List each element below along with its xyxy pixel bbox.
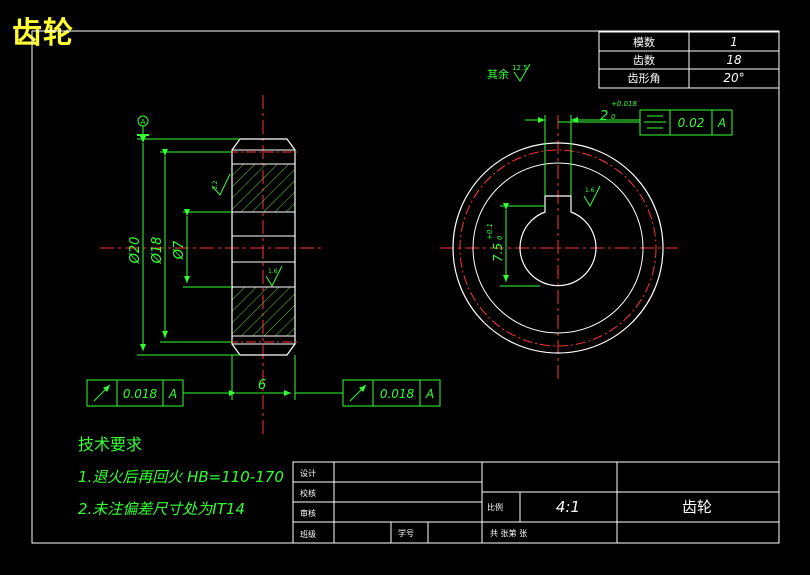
- symmetry-icon: [644, 115, 666, 129]
- dim-width: 6: [258, 378, 266, 393]
- roughness-general-label: 其余: [487, 67, 509, 81]
- runout-left-datum: A: [168, 387, 177, 401]
- datum-a-label: A: [141, 118, 146, 126]
- bore-with-keyway: [519, 195, 597, 287]
- tb-student-no-label: 学号: [398, 528, 414, 538]
- roughness-symbol-icon: [513, 63, 531, 82]
- section-view: 3.2 1.6 Ø20 Ø18 Ø7 A 6: [100, 95, 343, 435]
- roughness-bore-value: 1.6: [268, 268, 278, 275]
- roughness-keyway-icon: [583, 185, 601, 208]
- tip-circle: [452, 142, 664, 354]
- params-table: 模数 1 齿数 18 齿形角 20°: [598, 31, 780, 89]
- requirement-item-2: 2.未注偏差尺寸处为IT14: [78, 500, 245, 518]
- runout-right-value: 0.018: [380, 387, 415, 401]
- tb-review-label: 审核: [300, 508, 316, 518]
- tb-sheet-info: 共 张第 张: [490, 528, 527, 538]
- roughness-bore-icon: [265, 265, 283, 288]
- requirements-heading: 技术要求: [78, 435, 142, 454]
- roughness-face-value: 3.2: [212, 180, 219, 190]
- param-label-angle: 齿形角: [628, 72, 661, 85]
- dim-dia-18: Ø18: [150, 237, 165, 265]
- requirement-item-1: 1.退火后再回火 HB=110-170: [78, 468, 284, 486]
- symmetry-frame: 0.02 A: [558, 109, 733, 136]
- hatch-upper: [232, 164, 295, 212]
- tb-part-name: 齿轮: [682, 498, 712, 516]
- runout-frame-right: 0.018 A: [342, 379, 441, 407]
- general-roughness: 其余 12.5: [487, 63, 531, 82]
- roughness-keyway-value: 1.6: [585, 187, 595, 194]
- param-value-module: 1: [730, 35, 738, 49]
- tb-scale-value: 4:1: [556, 498, 580, 516]
- dim-keyway-width-upper: +0.018: [611, 100, 637, 108]
- dim-keyway-depth-upper: +0.1: [486, 223, 494, 240]
- hatch-lower: [232, 287, 295, 336]
- symmetry-value: 0.02: [678, 116, 705, 130]
- tb-scale-label: 比例: [487, 502, 503, 512]
- runout-icon: [93, 384, 111, 402]
- dim-dia-20: Ø20: [128, 237, 143, 265]
- symmetry-datum: A: [717, 116, 726, 130]
- dim-keyway-depth-lower: 0: [496, 235, 504, 240]
- roughness-face-icon: [211, 173, 231, 196]
- param-value-teeth: 18: [726, 53, 742, 67]
- drawing-border: [31, 30, 780, 544]
- dim-dia-7: Ø7: [172, 240, 187, 260]
- runout-right-datum: A: [425, 387, 434, 401]
- param-value-angle: 20°: [723, 71, 744, 85]
- tb-check-label: 校核: [300, 488, 316, 498]
- dim-keyway-depth: 7.5: [491, 243, 505, 262]
- roughness-general-value: 12.5: [512, 64, 528, 72]
- dim-keyway-width: 2: [600, 109, 608, 124]
- tb-class-label: 班级: [300, 529, 316, 539]
- runout-icon: [349, 384, 367, 402]
- runout-frame-left: 0.018 A: [86, 379, 184, 407]
- pitch-circle: [459, 149, 657, 347]
- title-block: 设计 校核 审核 班级 学号 比例 4:1 齿轮 共 张第 张: [292, 461, 780, 544]
- runout-left-value: 0.018: [123, 387, 158, 401]
- tb-design-label: 设计: [300, 468, 316, 478]
- root-circle: [472, 162, 644, 334]
- gear-section-outline: [231, 138, 296, 356]
- drawing-title: 齿轮: [12, 16, 74, 51]
- param-label-teeth: 齿数: [633, 54, 655, 67]
- technical-requirements: 技术要求 1.退火后再回火 HB=110-170 2.未注偏差尺寸处为IT14: [78, 435, 284, 518]
- param-label-module: 模数: [633, 36, 655, 49]
- front-view: 2 +0.018 0 1.6 7.5 +0.1 0: [440, 100, 678, 380]
- dim-keyway-width-lower: 0: [611, 113, 616, 121]
